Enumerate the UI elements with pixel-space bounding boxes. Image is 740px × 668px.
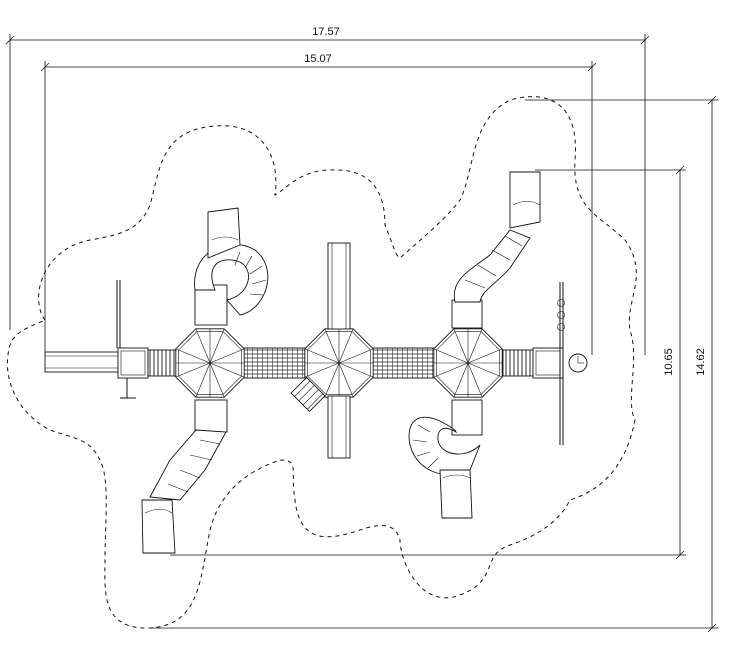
bridge-right — [371, 347, 435, 379]
tube-slide-right-north — [451, 171, 541, 329]
right-entry-platform — [532, 282, 565, 445]
clock-panel — [568, 353, 588, 373]
tube-slide-left-north — [194, 207, 269, 326]
dimension-overall-depth: 14.62 — [150, 95, 718, 633]
dimension-label-overall-width: 17.57 — [312, 26, 340, 38]
ladder — [290, 376, 326, 413]
octagon-deck-right — [433, 328, 503, 398]
dimension-overall-width: 17.57 — [5, 26, 650, 355]
dimension-inner-depth: 10.65 — [170, 165, 686, 560]
tube-slide-right-south — [408, 399, 483, 519]
step-connector-right — [502, 349, 534, 377]
octagon-decks — [175, 328, 503, 398]
safety-zone-outline — [6, 96, 637, 629]
dimension-label-overall-depth: 14.62 — [695, 348, 707, 376]
left-entry-ramp — [44, 280, 149, 399]
center-panels — [327, 242, 351, 459]
step-connector-left — [147, 349, 177, 377]
tube-slide-left-south — [141, 399, 228, 554]
octagon-deck-left — [175, 328, 245, 398]
dimension-label-inner-width: 15.07 — [304, 53, 332, 65]
dimension-inner-width: 15.07 — [40, 53, 597, 355]
bridge-left — [243, 347, 307, 379]
dimension-label-inner-depth: 10.65 — [663, 348, 675, 376]
